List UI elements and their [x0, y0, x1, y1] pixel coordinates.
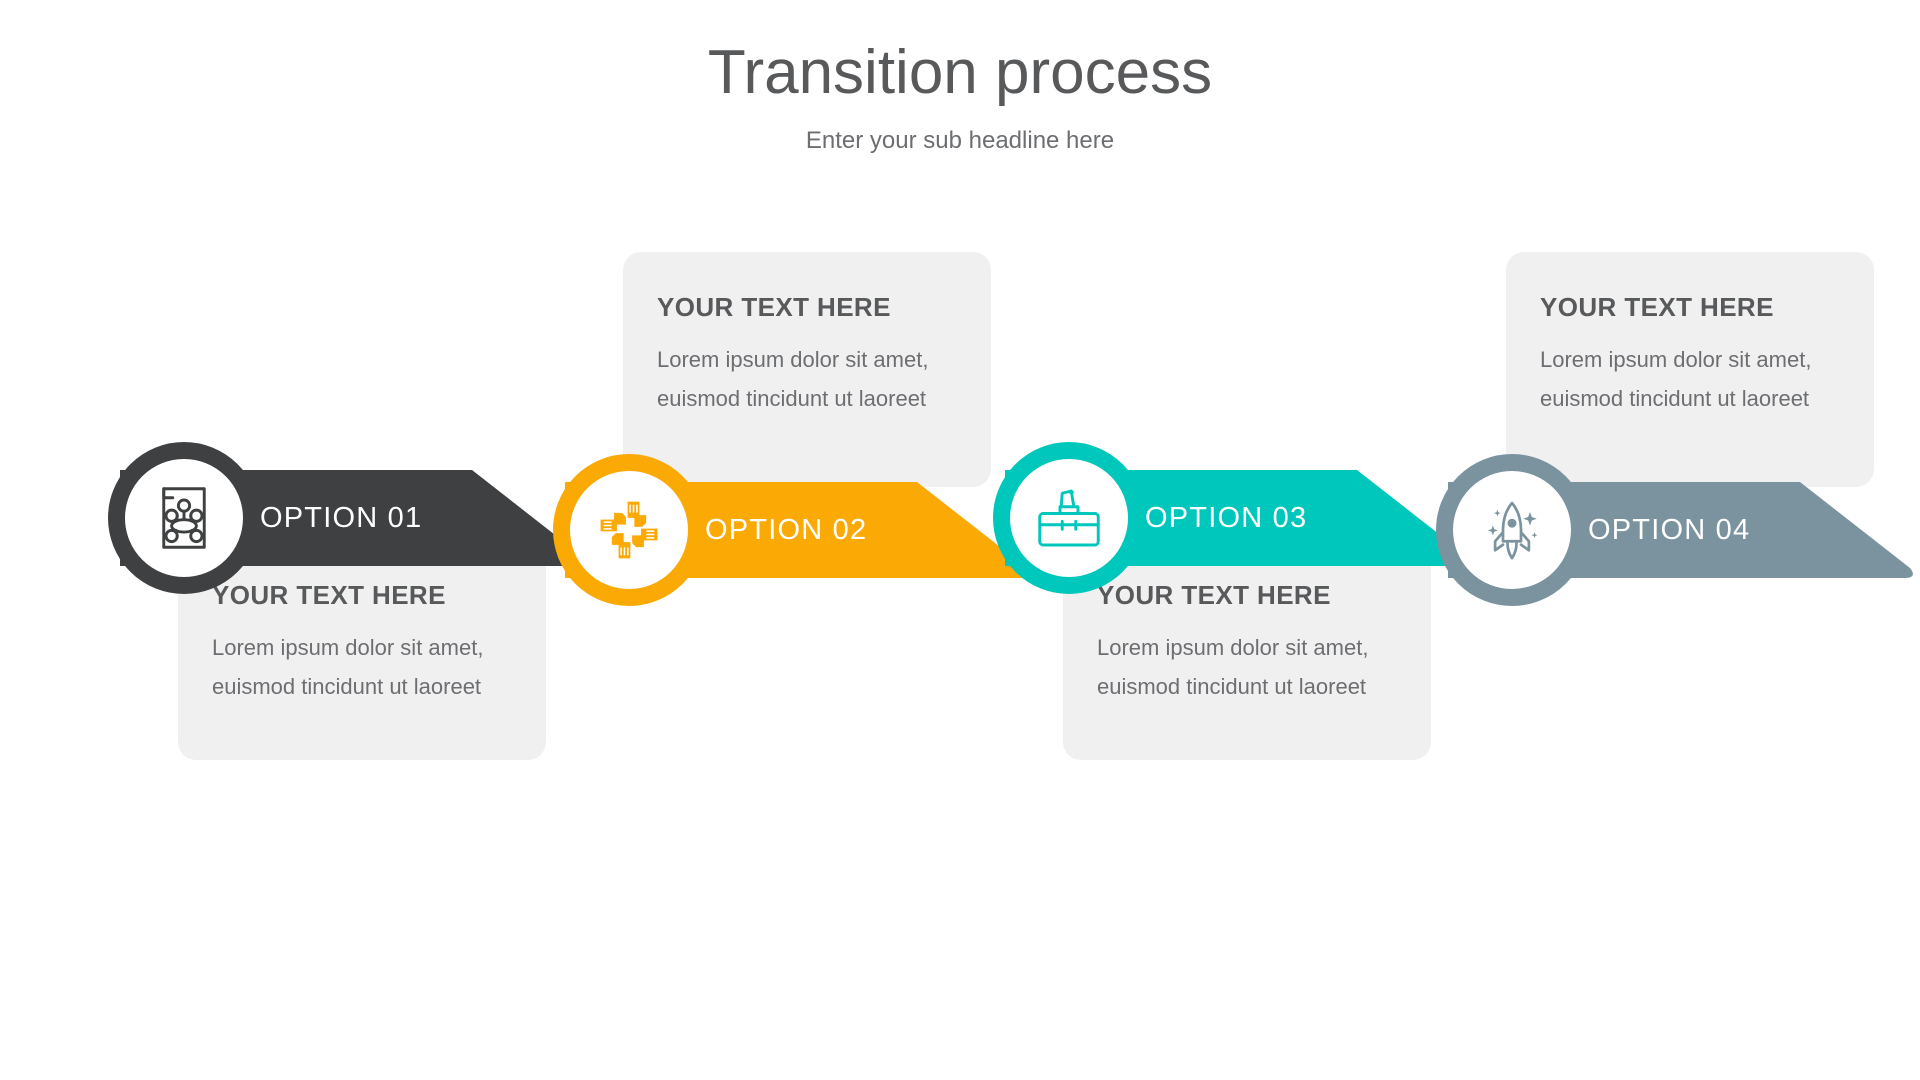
step-1-label: OPTION 01 [260, 501, 423, 534]
step-1-card-title: YOUR TEXT HERE [212, 580, 446, 610]
document-flowchart-icon [162, 487, 206, 549]
page-subtitle: Enter your sub headline here [805, 127, 1115, 155]
process-step-1[interactable]: YOUR TEXT HERE Lorem ipsum dolor sit ame… [30, 250, 590, 870]
step-4-badge[interactable] [1436, 454, 1588, 606]
step-2-card-body: Lorem ipsum dolor sit amet, euismod tinc… [657, 347, 929, 411]
step-4-card-title: YOUR TEXT HERE [1540, 292, 1774, 322]
rocket-icon [1487, 501, 1538, 560]
step-3-card-body: Lorem ipsum dolor sit amet, euismod tinc… [1097, 635, 1369, 699]
step-3-card: YOUR TEXT HERE Lorem ipsum dolor sit ame… [1063, 540, 1431, 760]
step-2-badge[interactable] [553, 454, 705, 606]
step-4-label: OPTION 04 [1588, 513, 1751, 546]
step-2-label: OPTION 02 [705, 513, 868, 546]
step-4-card-body: Lorem ipsum dolor sit amet, euismod tinc… [1540, 347, 1812, 411]
briefcase-icon [1038, 489, 1100, 547]
step-1-card: YOUR TEXT HERE Lorem ipsum dolor sit ame… [178, 540, 546, 760]
step-3-badge[interactable] [993, 442, 1145, 594]
step-2-card-title: YOUR TEXT HERE [657, 292, 891, 322]
teamwork-hands-icon [598, 499, 660, 561]
step-4-card: YOUR TEXT HERE Lorem ipsum dolor sit ame… [1506, 252, 1874, 487]
process-step-4[interactable]: YOUR TEXT HERE Lorem ipsum dolor sit ame… [1358, 252, 1918, 882]
step-2-card: YOUR TEXT HERE Lorem ipsum dolor sit ame… [623, 252, 991, 487]
page-title: Transition process [707, 38, 1213, 107]
header: Transition process Enter your sub headli… [0, 0, 1920, 155]
step-1-badge[interactable] [108, 442, 260, 594]
step-3-card-title: YOUR TEXT HERE [1097, 580, 1331, 610]
process-step-2[interactable]: YOUR TEXT HERE Lorem ipsum dolor sit ame… [475, 252, 1035, 882]
step-3-label: OPTION 03 [1145, 501, 1308, 534]
step-1-card-body: Lorem ipsum dolor sit amet, euismod tinc… [212, 635, 484, 699]
process-step-3[interactable]: YOUR TEXT HERE Lorem ipsum dolor sit ame… [915, 250, 1475, 870]
